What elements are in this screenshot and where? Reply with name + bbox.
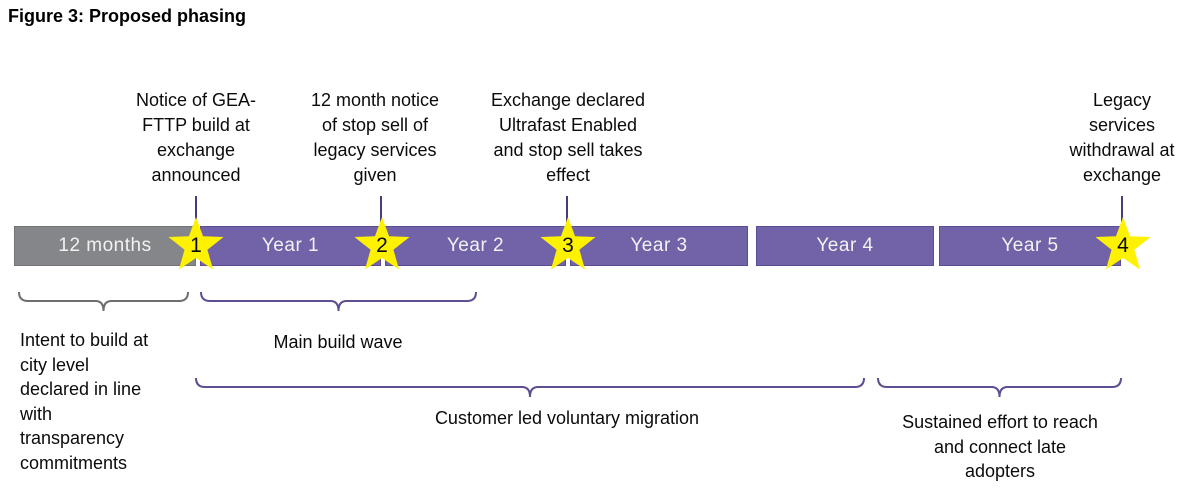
milestone-3-label: Exchange declared Ultrafast Enabled and … [490,90,646,185]
milestone-4-connector-line [1121,196,1123,227]
milestone-number: 1 [190,234,202,257]
phase-customer-led-migration-text: Customer led voluntary migration [434,408,700,428]
milestone-3-connector-line [566,196,568,227]
milestone-number: 4 [1117,234,1129,257]
phase-main-build-wave-text: Main build wave [273,332,403,352]
segment-label: Year 3 [630,235,688,256]
brace-customer-led-migration [195,378,865,398]
milestone-4-label: Legacy services withdrawal at exchange [1069,90,1175,185]
segment-label: Year 4 [816,235,874,256]
star-icon [168,217,224,270]
brace-intent-to-build [18,292,189,312]
timeline-segment-year-3: Year 3 [570,226,748,266]
star-icon [1095,217,1151,270]
figure-title: Figure 3: Proposed phasing [8,6,247,26]
milestone-1-label: Notice of GEA- FTTP build at exchange an… [135,90,257,185]
segment-label: Year 1 [261,235,320,256]
star-icon [354,217,410,270]
timeline-segment-year-5: Year 5 [939,226,1121,266]
phase-sustained-effort-text: Sustained effort to reach and connect la… [902,412,1098,481]
segment-label: 12 months [58,235,152,256]
star-icon [540,217,596,270]
brace-main-build-wave [200,292,477,312]
timeline-segment-year-2: Year 2 [385,226,566,266]
timeline-segment-year-1: Year 1 [200,226,381,266]
milestone-number: 3 [562,234,574,257]
milestone-number: 2 [376,234,388,257]
milestone-2-connector-line [380,196,382,227]
milestone-star-4: 4 [1093,216,1153,276]
segment-label: Year 2 [446,235,505,256]
milestone-1-connector-line [195,196,197,227]
phase-intent-to-build-text: Intent to build at city level declared i… [20,330,149,473]
milestone-star-2: 2 [352,216,412,276]
milestone-2-label: 12 month notice of stop sell of legacy s… [310,90,440,185]
milestone-star-3: 3 [538,216,598,276]
milestone-star-1: 1 [166,216,226,276]
timeline-segment-12-months: 12 months [14,226,196,266]
segment-label: Year 5 [1001,235,1059,256]
brace-sustained-effort [877,378,1122,398]
timeline-segment-year-4: Year 4 [756,226,934,266]
